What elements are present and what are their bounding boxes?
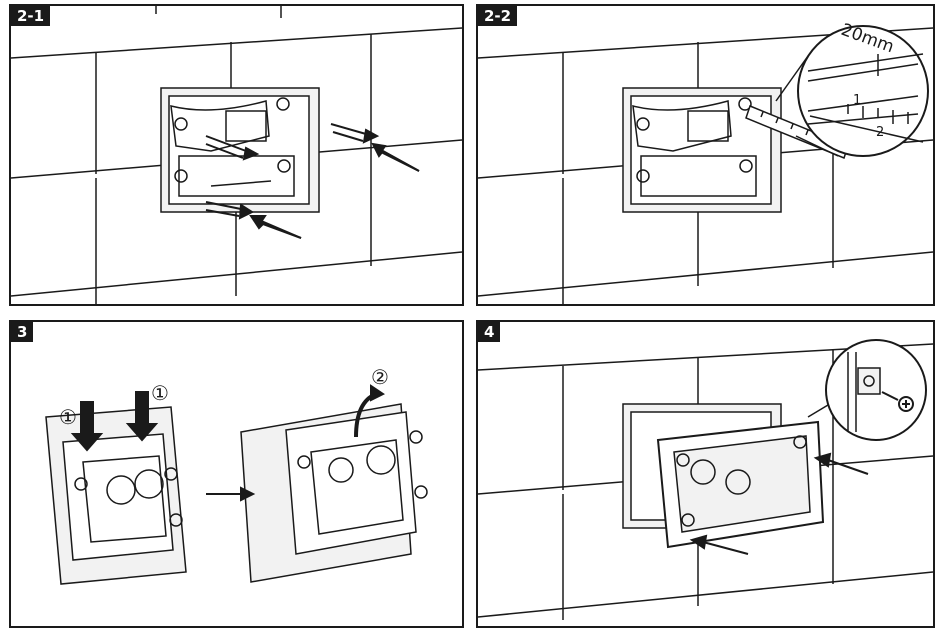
panel-3: 3 ① ① ②: [9, 320, 464, 628]
step-badge: 3: [11, 322, 34, 342]
step-badge: 2-1: [11, 6, 51, 26]
step-4-illustration: [478, 339, 933, 620]
arrow-icon: [125, 391, 159, 442]
wall-plug-icon: [330, 123, 380, 144]
panel-4: 4: [476, 320, 935, 628]
step-2-2-illustration: 20mm 1 2: [478, 20, 933, 304]
arrow-icon: [70, 401, 104, 452]
step-badge: 2-2: [478, 6, 518, 26]
ruler-mark: 2: [876, 125, 884, 140]
step-3-illustration: ① ① ②: [45, 365, 428, 585]
screw-icon: [881, 391, 914, 412]
arrow-icon: [689, 534, 708, 550]
arrow-icon: [813, 452, 832, 468]
arrow-icon: [249, 215, 302, 239]
wall-plug-icon: [205, 201, 255, 220]
panel-2-2: 2-2: [476, 4, 935, 306]
panel-2-1: 2-1: [9, 4, 464, 306]
callout-number: ①: [59, 405, 77, 429]
step-2-1-illustration: [11, 6, 462, 304]
ruler-mark: 1: [853, 93, 861, 108]
wall-plug-icon: [205, 135, 260, 161]
callout-number: ②: [371, 365, 389, 389]
callout-number: ①: [151, 381, 169, 405]
step-badge: 4: [478, 322, 501, 342]
arrow-icon: [240, 486, 256, 502]
